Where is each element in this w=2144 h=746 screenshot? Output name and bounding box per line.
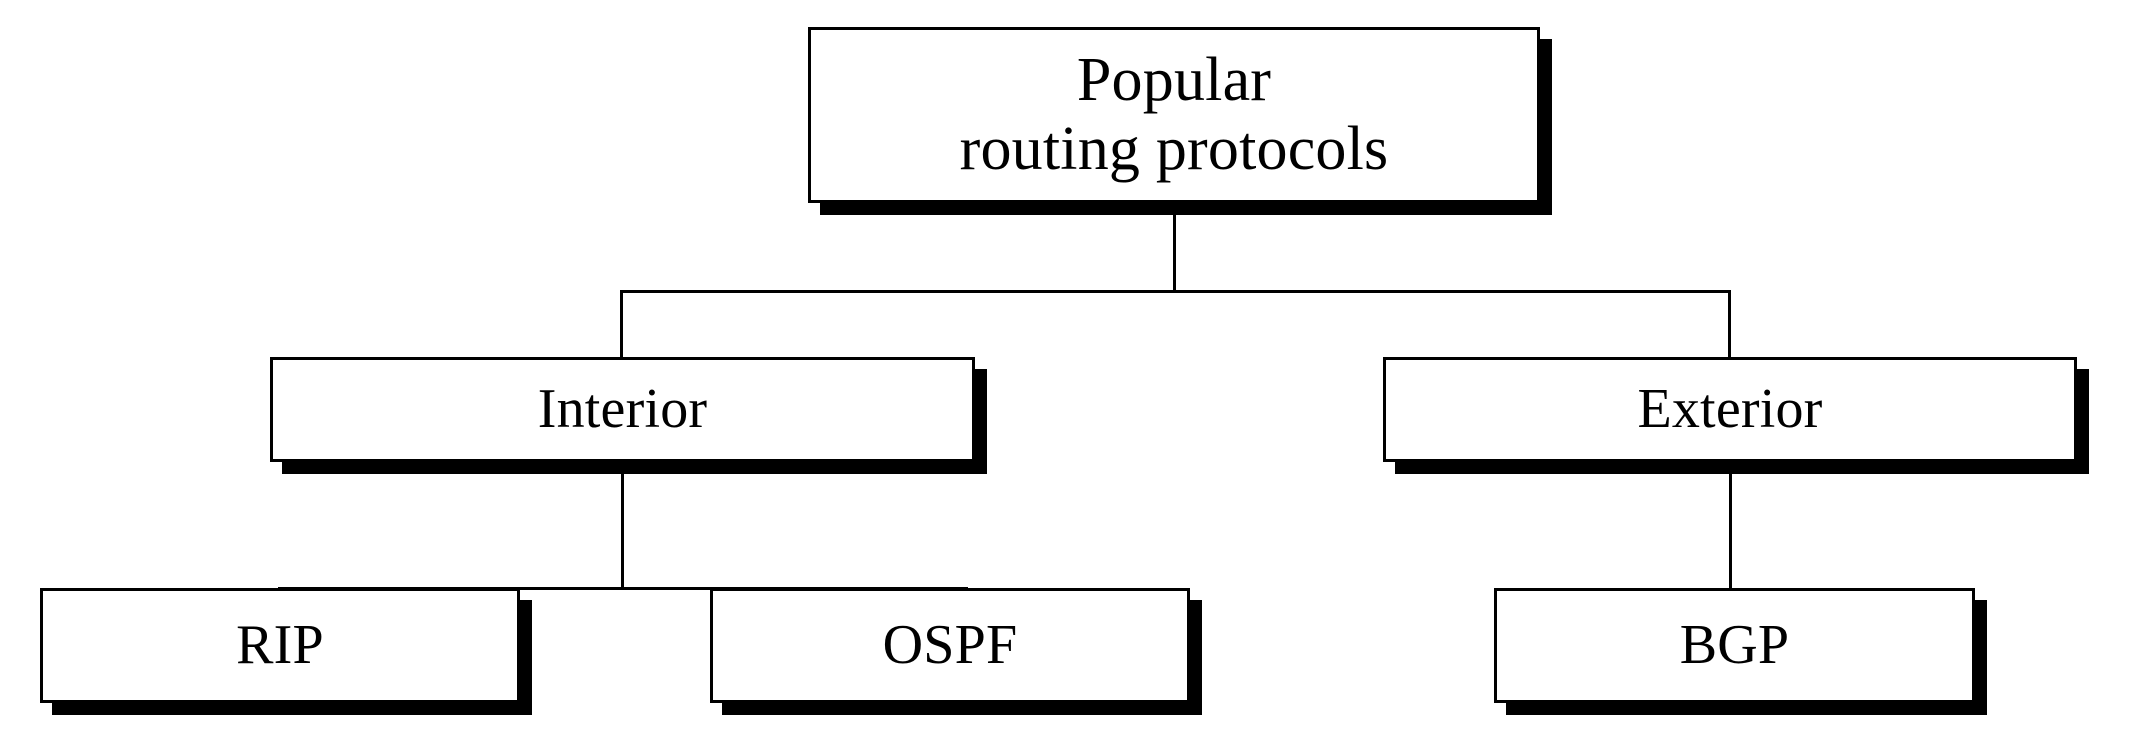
node-exterior[interactable]: Exterior	[1383, 357, 2077, 462]
node-label-rip: RIP	[236, 614, 324, 677]
node-bgp[interactable]: BGP	[1494, 588, 1975, 703]
node-label-interior: Interior	[537, 378, 708, 441]
edge-interior-stem	[621, 462, 624, 590]
edge-root-to-exterior	[1728, 290, 1731, 358]
node-label-root: Popular routing protocols	[959, 45, 1389, 183]
node-label-ospf: OSPF	[882, 614, 1018, 677]
node-interior[interactable]: Interior	[270, 357, 975, 462]
edge-root-stem	[1173, 203, 1176, 293]
edge-root-to-interior	[620, 290, 623, 358]
edge-exterior-to-bgp	[1729, 462, 1732, 590]
node-label-bgp: BGP	[1679, 614, 1790, 677]
node-rip[interactable]: RIP	[40, 588, 520, 703]
node-popular-routing-protocols[interactable]: Popular routing protocols	[808, 27, 1540, 203]
edge-interior-bus	[278, 587, 968, 590]
node-label-exterior: Exterior	[1637, 378, 1823, 441]
node-ospf[interactable]: OSPF	[710, 588, 1190, 703]
edge-root-bus	[620, 290, 1731, 293]
